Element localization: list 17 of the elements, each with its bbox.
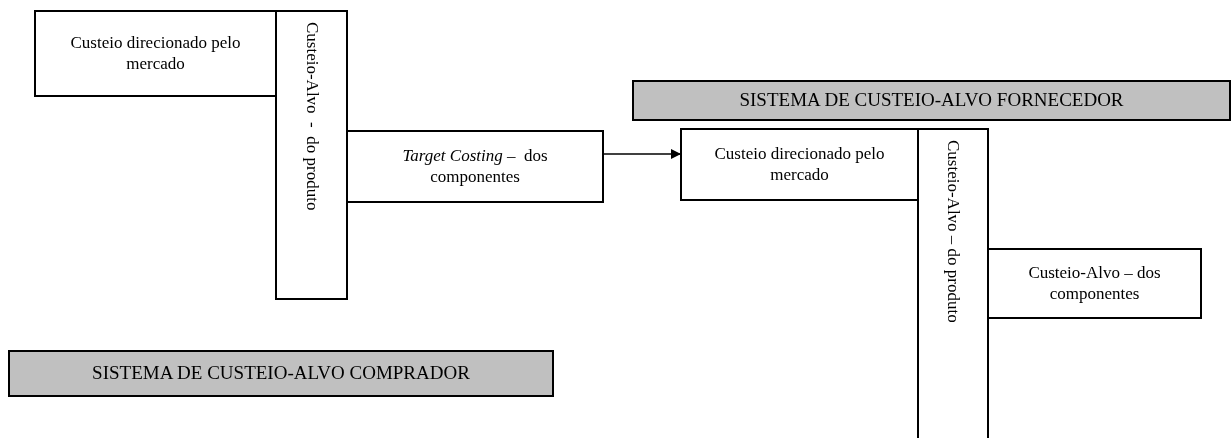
node-text: Custeio-Alvo - do produto (301, 22, 322, 211)
node-text: Custeio direcionado pelo mercado (69, 33, 242, 74)
process-box (680, 128, 919, 201)
node-text: SISTEMA DE CUSTEIO-ALVO COMPRADOR (92, 362, 470, 385)
node-text: Custeio-Alvo – do produto (943, 140, 964, 323)
process-box (987, 248, 1202, 319)
process-box (34, 10, 277, 97)
process-box (346, 130, 604, 203)
vertical-box (917, 128, 989, 438)
system-banner (8, 350, 554, 397)
node-text: SISTEMA DE CUSTEIO-ALVO FORNECEDOR (739, 89, 1124, 112)
node-text: Custeio direcionado pelo mercado (713, 144, 886, 185)
system-banner (632, 80, 1231, 121)
arrow (603, 149, 681, 159)
vertical-box (275, 10, 348, 300)
node-text: Custeio-Alvo – dos componentes (1027, 263, 1162, 304)
node-text: Target Costing – dos componentes (401, 146, 549, 187)
